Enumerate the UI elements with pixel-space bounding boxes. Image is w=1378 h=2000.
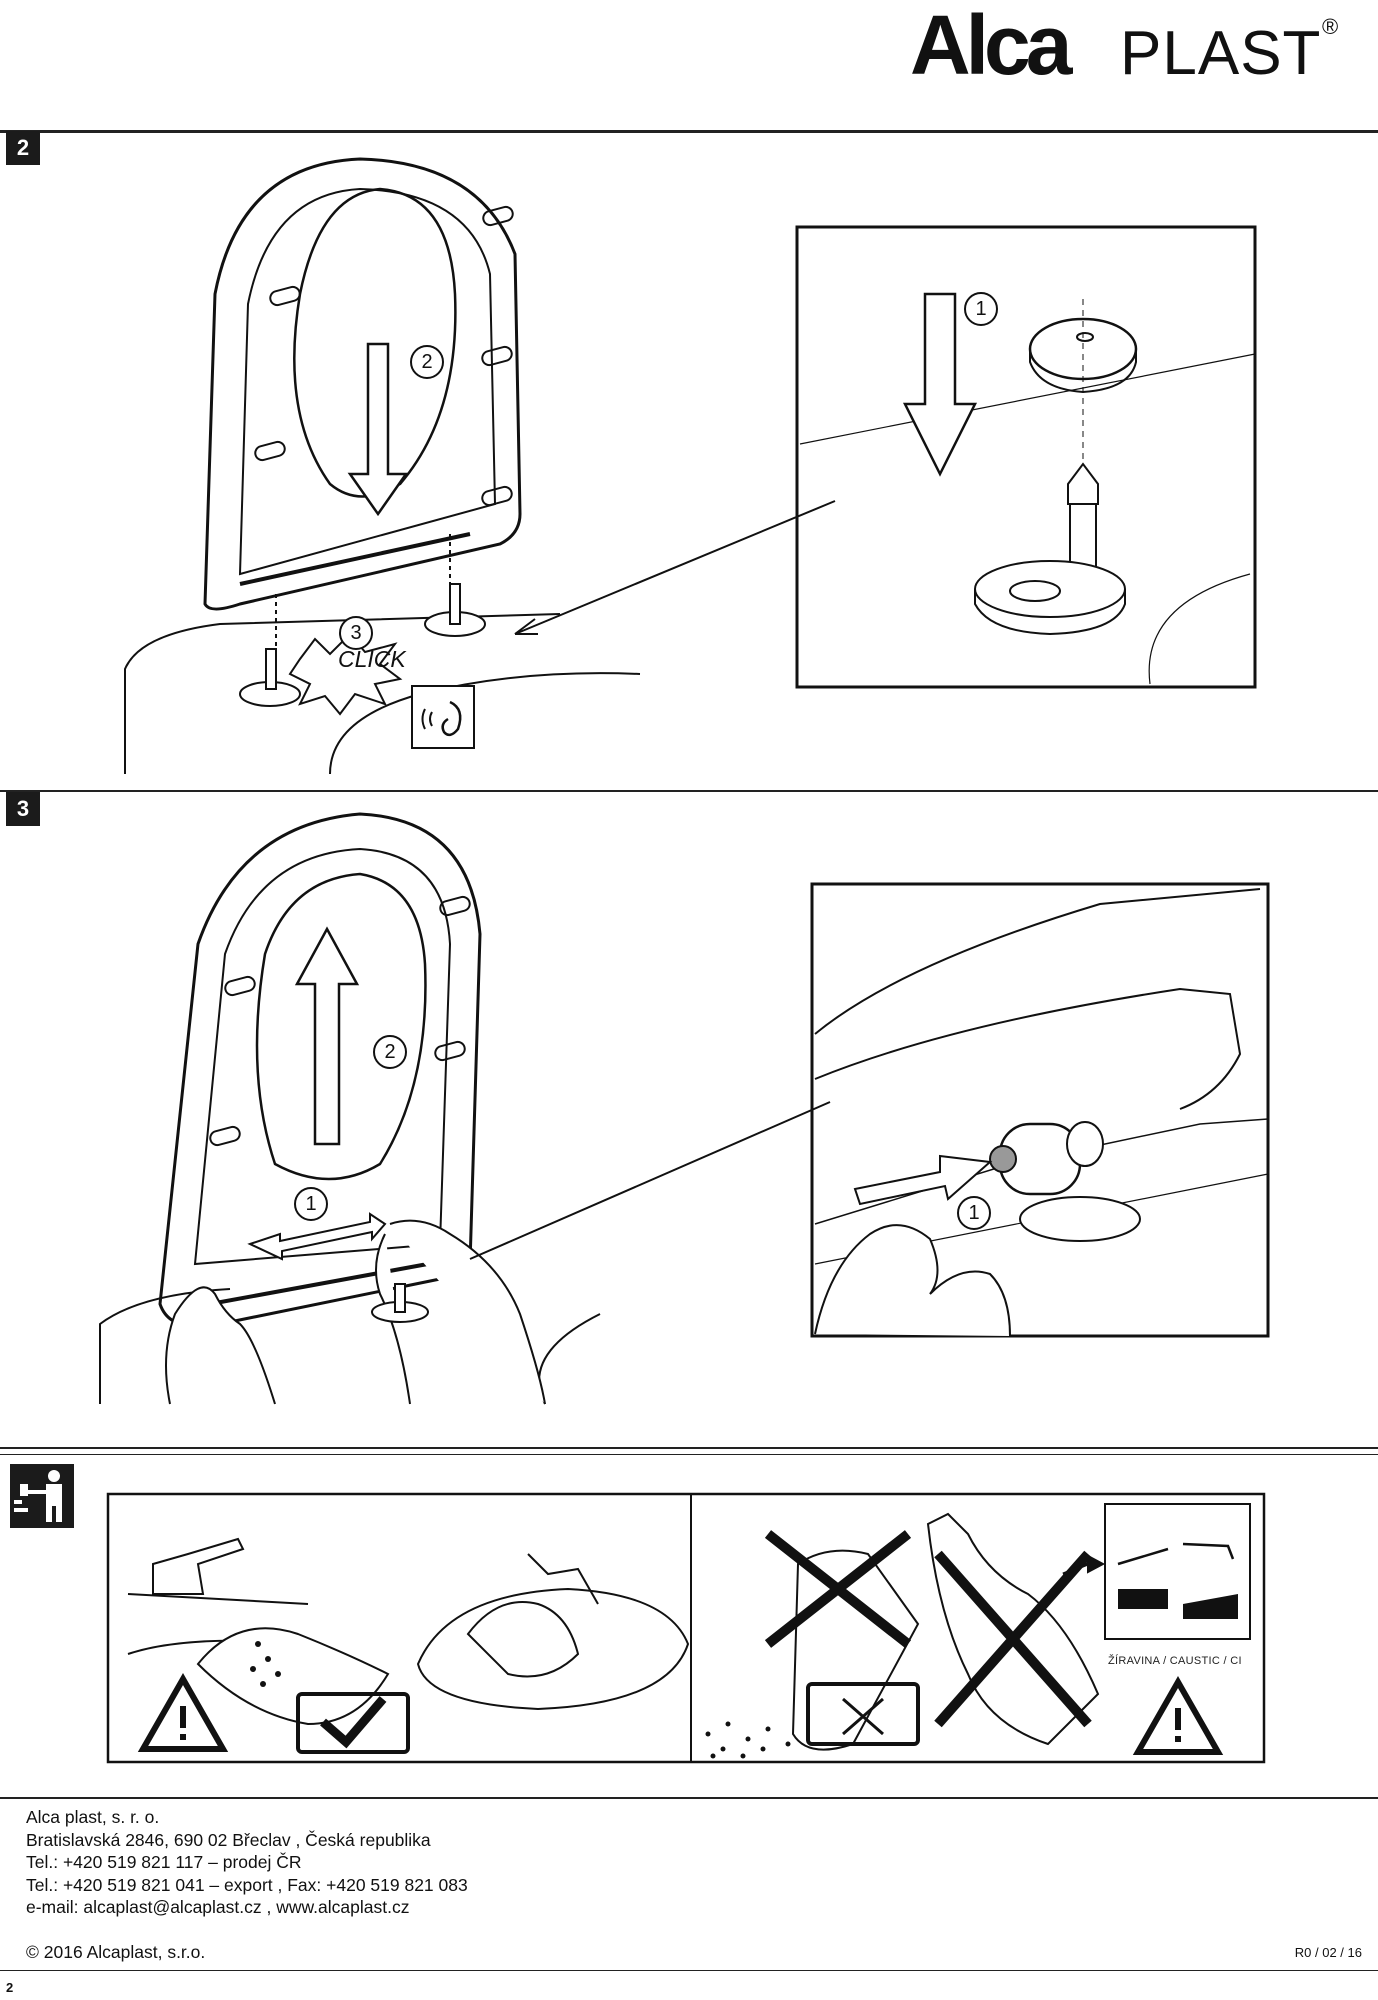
- maintenance-icon: [10, 1464, 74, 1528]
- step-3-detail-callout-1: 1: [957, 1196, 991, 1230]
- alcaplast-logo: Alca PLAST ®: [910, 0, 1350, 92]
- revision-code: R0 / 02 / 16: [1294, 1945, 1362, 1960]
- care-instructions-panel: [106, 1492, 1266, 1764]
- step-3-callout-1: 1: [294, 1187, 328, 1221]
- click-text: CLICK: [338, 646, 407, 672]
- divider-footer: [0, 1797, 1378, 1799]
- copyright: © 2016 Alcaplast, s.r.o.: [26, 1942, 206, 1962]
- email-web: e-mail: alcaplast@alcaplast.cz , www.alc…: [26, 1897, 410, 1917]
- registered-mark: ®: [1322, 14, 1338, 39]
- divider-top: [0, 130, 1378, 133]
- step-3-callout-2: 2: [373, 1035, 407, 1069]
- logo-light-text: PLAST: [1120, 19, 1321, 88]
- company-address: Bratislavská 2846, 690 02 Břeclav , Česk…: [26, 1829, 431, 1850]
- divider-care-1: [0, 1447, 1378, 1449]
- step-2-callout-3: 3: [339, 616, 373, 650]
- step-2-callout-2: 2: [410, 345, 444, 379]
- phone-cz: Tel.: +420 519 821 117 – prodej ČR: [26, 1852, 302, 1872]
- page-number: 2: [6, 1980, 14, 1995]
- logo-bold-text: Alca: [910, 0, 1074, 92]
- phone-export: Tel.: +420 519 821 041 – export , Fax: +…: [26, 1874, 468, 1895]
- step-3-badge: 3: [6, 792, 40, 826]
- step-2-illustration: CLICK: [124, 157, 1257, 775]
- divider-care-2: [0, 1454, 1378, 1455]
- company-name: Alca plast, s. r. o.: [26, 1807, 160, 1827]
- divider-bottom: [0, 1970, 1378, 1971]
- step-2-detail-callout-1: 1: [964, 292, 998, 326]
- step-2-badge: 2: [6, 131, 40, 165]
- caustic-label: ŽÍRAVINA / CAUSTIC / CI: [1108, 1655, 1242, 1667]
- divider-step-3: [0, 790, 1378, 792]
- step-3-illustration: [99, 812, 1270, 1405]
- company-contact-block: Alca plast, s. r. o. Bratislavská 2846, …: [26, 1806, 468, 1919]
